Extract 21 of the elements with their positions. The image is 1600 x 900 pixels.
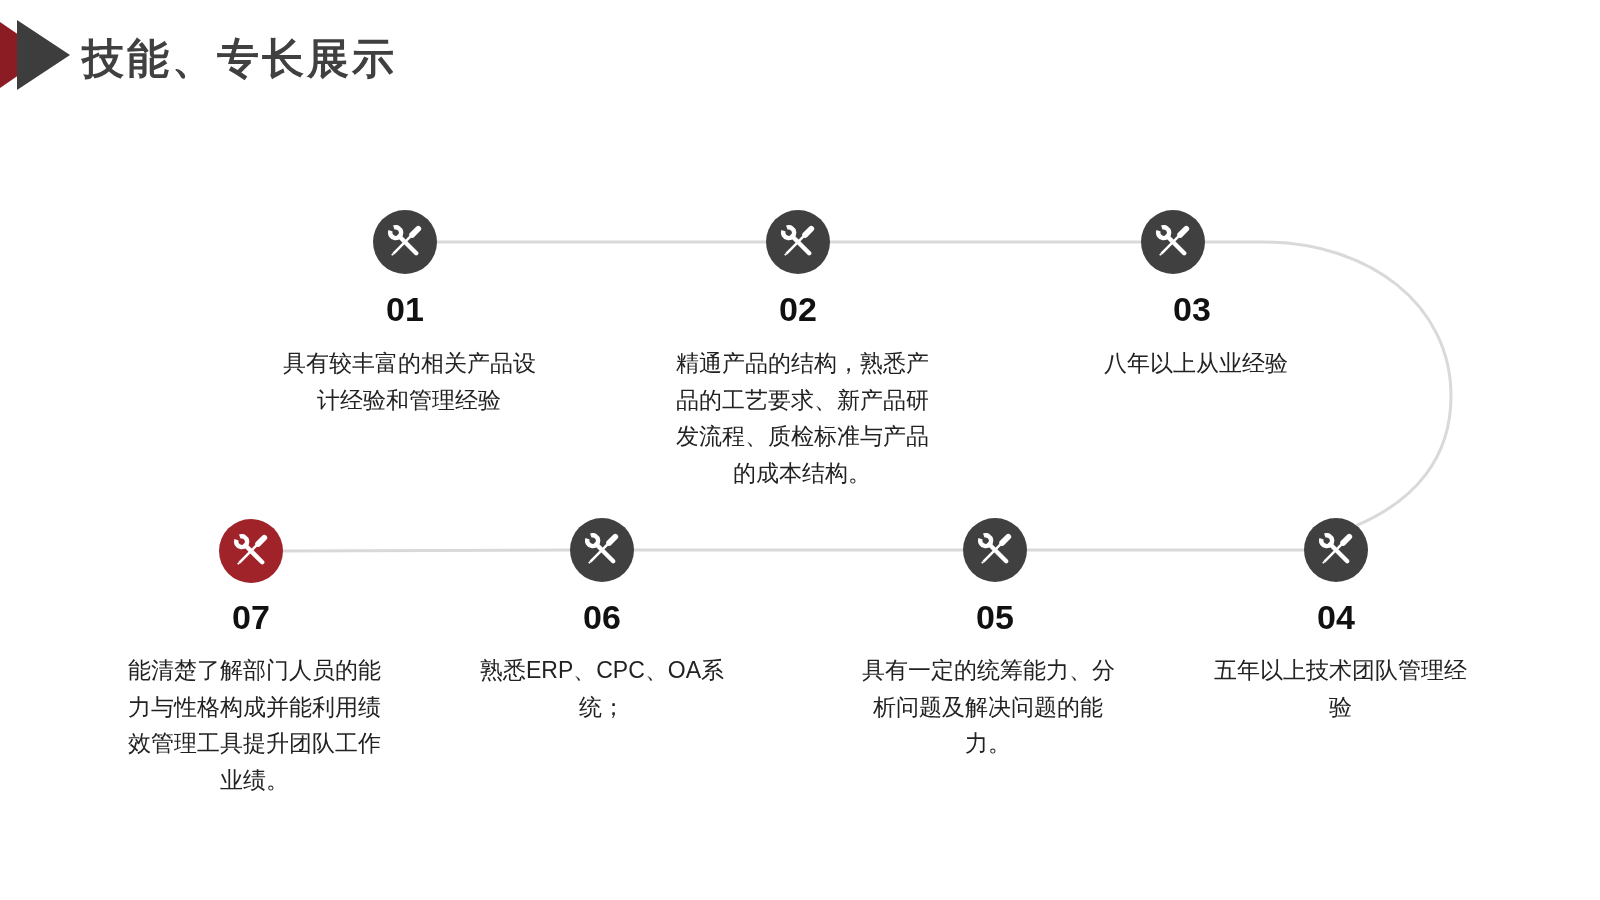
connector-line	[283, 548, 570, 553]
step-number: 04	[1316, 598, 1356, 636]
step-number: 01	[385, 290, 425, 328]
step-description: 精通产品的结构，熟悉产品的工艺要求、新产品研发流程、质检标准与产品的成本结构。	[674, 349, 930, 488]
step-description: 八年以上从业经验	[1103, 349, 1289, 378]
step-description: 具有一定的统筹能力、分析问题及解决问题的能力。	[860, 656, 1116, 758]
step-description: 能清楚了解部门人员的能力与性格构成并能利用绩效管理工具提升团队工作业绩。	[126, 656, 382, 795]
step-number: 07	[231, 598, 271, 636]
step-description: 具有较丰富的相关产品设计经验和管理经验	[281, 349, 537, 415]
connector-line	[1205, 240, 1453, 527]
connector-line	[437, 240, 766, 244]
step-number: 03	[1172, 290, 1212, 328]
connector-line	[830, 240, 1141, 244]
step-description: 熟悉ERP、CPC、OA系统；	[478, 656, 726, 722]
slide-title: 技能、专长展示	[82, 36, 397, 82]
connector-line	[634, 548, 963, 552]
connector-line	[1027, 548, 1304, 552]
step-number: 06	[582, 598, 622, 636]
step-number: 05	[975, 598, 1015, 636]
step-number: 02	[778, 290, 818, 328]
step-description: 五年以上技术团队管理经验	[1212, 656, 1468, 722]
